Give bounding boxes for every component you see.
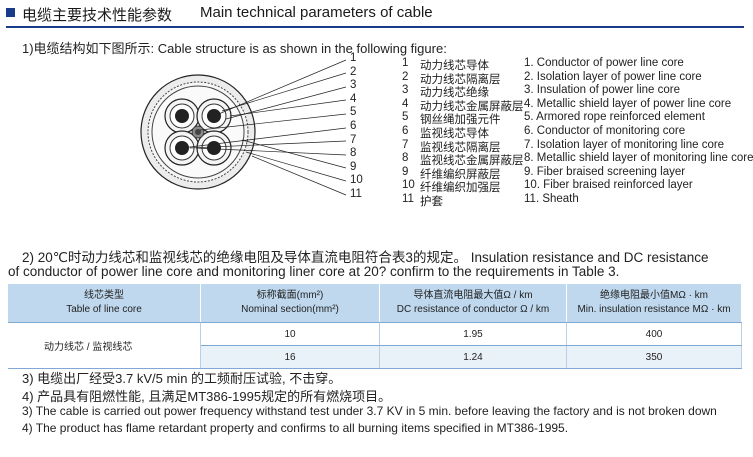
legend-label-en: 8. Metallic shield layer of monitoring l… (524, 152, 753, 165)
legend-label-cn: 动力线芯金属屏蔽层 (420, 100, 524, 113)
legend-label-en: 9. Fiber braised screening layer (524, 165, 686, 178)
legend-label-en: 3. Insulation of power line core (524, 84, 680, 97)
note-3-en: 3) The cable is carried out power freque… (22, 404, 717, 418)
legend-label-en: 5. Armored rope reinforced element (524, 111, 705, 124)
header-nominal-section: 标称截面(mm²)Nominal section(mm²) (200, 284, 380, 323)
table-row: 动力线芯 / 监视线芯 10 1.95 400 (8, 322, 742, 369)
figure-label-4: 4 (350, 92, 357, 105)
legend-label-en: 6. Conductor of monitoring core (524, 125, 686, 137)
figure-label-1: 1 (350, 52, 357, 64)
legend-label-cn: 动力线芯导体 (420, 60, 489, 72)
figure-label-2: 2 (350, 65, 357, 78)
legend-label-cn: 动力线芯绝缘 (420, 87, 489, 100)
section2-line1: 2) 20℃时动力线芯和监视线芯的绝缘电阻及导体直流电阻符合表3的规定。 Ins… (22, 250, 709, 265)
legend-number: 1 (402, 57, 409, 69)
note-3-cn: 3) 电缆出厂经受3.7 kV/5 min 的工频耐压试验, 不击穿。 (22, 371, 342, 386)
legend-label-cn: 钢丝绳加强元件 (420, 114, 501, 127)
leader-lines (181, 59, 347, 196)
cell-core-type: 动力线芯 / 监视线芯 (8, 322, 201, 369)
section2-line2: of conductor of power line core and moni… (8, 264, 620, 279)
legend-number: 7 (402, 138, 409, 151)
legend-number: 4 (402, 97, 409, 110)
section1-intro: 1)电缆结构如下图所示: Cable structure is as shown… (22, 41, 447, 56)
figure-label-5: 5 (350, 106, 357, 119)
cable-cross-section (140, 59, 347, 196)
table-row: 16 1.24 350 (8, 345, 742, 369)
note-4-cn: 4) 产品具有阻燃性能, 且满足MT386-1995规定的所有燃烧项目。 (22, 389, 392, 404)
figure-label-9: 9 (350, 160, 357, 173)
figure-label-3: 3 (350, 79, 357, 92)
legend-number: 10 (402, 179, 415, 192)
cell-dc: 1.95 (379, 322, 567, 346)
figure-label-10: 10 (350, 174, 363, 187)
header-title-cn: 电缆主要技术性能参数 (22, 7, 173, 24)
power-core-top-left (164, 98, 200, 134)
legend-label-en: 11. Sheath (524, 193, 579, 205)
legend-number: 6 (402, 125, 409, 137)
legend-label-cn: 纤维编织加强层 (420, 182, 501, 195)
legend-label-cn: 动力线芯隔离层 (420, 73, 501, 86)
legend-number: 2 (402, 70, 409, 83)
legend-label-en: 7. Isolation layer of monitoring line co… (524, 138, 725, 151)
header-marker (6, 8, 15, 17)
legend-label-cn: 监视线芯金属屏蔽层 (420, 155, 524, 168)
cell-ins: 350 (566, 345, 742, 369)
legend-number: 11 (402, 193, 414, 205)
legend-label-cn: 护套 (420, 196, 443, 208)
legend-label-cn: 监视线芯导体 (420, 128, 489, 140)
legend-label-en: 4. Metallic shield layer of power line c… (524, 97, 732, 110)
header-title-en: Main technical parameters of cable (200, 4, 433, 21)
legend-label-cn: 纤维编织屏蔽层 (420, 168, 501, 181)
legend-number: 9 (402, 165, 409, 178)
cell-section: 16 (200, 345, 380, 369)
legend-number: 3 (402, 84, 409, 97)
note-4-en: 4) The product has flame retardant prope… (22, 421, 569, 435)
figure-label-7: 7 (350, 133, 357, 146)
cell-dc: 1.24 (379, 345, 567, 369)
figure-label-11: 11 (350, 188, 362, 200)
figure-label-8: 8 (350, 147, 357, 160)
center-rope (191, 125, 205, 139)
legend-number: 8 (402, 152, 409, 165)
cell-ins: 400 (566, 322, 742, 346)
legend-number: 5 (402, 111, 409, 124)
legend-label-en: 2. Isolation layer of power line core (524, 70, 702, 83)
legend-label-cn: 监视线芯隔离层 (420, 141, 501, 154)
legend-label-en: 10. Fiber braised reinforced layer (524, 179, 693, 192)
figure-label-6: 6 (350, 120, 357, 132)
cell-section: 10 (200, 322, 380, 346)
legend-label-en: 1. Conductor of power line core (524, 57, 684, 69)
header-divider (6, 26, 744, 28)
